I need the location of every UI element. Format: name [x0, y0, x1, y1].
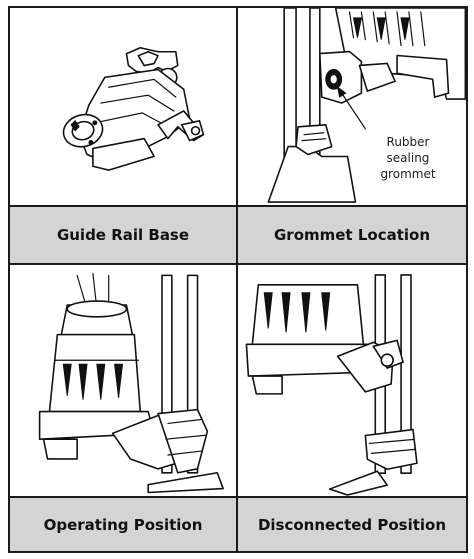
- figure-grid: Rubber sealing grommet Guide Rail Base G…: [8, 6, 468, 553]
- operating-position-illustration: [10, 265, 238, 498]
- guide-rail-base-illustration: [10, 8, 238, 207]
- caption-operating-position: Operating Position: [10, 498, 238, 551]
- guide-rail-base-drawing: [62, 46, 205, 171]
- caption-grommet-location: Grommet Location: [238, 207, 466, 265]
- grommet-callout: Rubber sealing grommet: [358, 134, 458, 182]
- caption-guide-rail-base: Guide Rail Base: [10, 207, 238, 265]
- callout-line-2: sealing: [386, 151, 430, 165]
- caption-disconnected-position: Disconnected Position: [238, 498, 466, 551]
- disconnected-position-illustration: [238, 265, 466, 498]
- callout-line-1: Rubber: [386, 135, 430, 149]
- disconnected-position-drawing: [245, 274, 418, 496]
- grommet-location-drawing: [267, 8, 466, 203]
- operating-position-drawing: [38, 272, 224, 494]
- callout-line-3: grommet: [380, 167, 436, 181]
- grommet-location-illustration: Rubber sealing grommet: [238, 8, 466, 207]
